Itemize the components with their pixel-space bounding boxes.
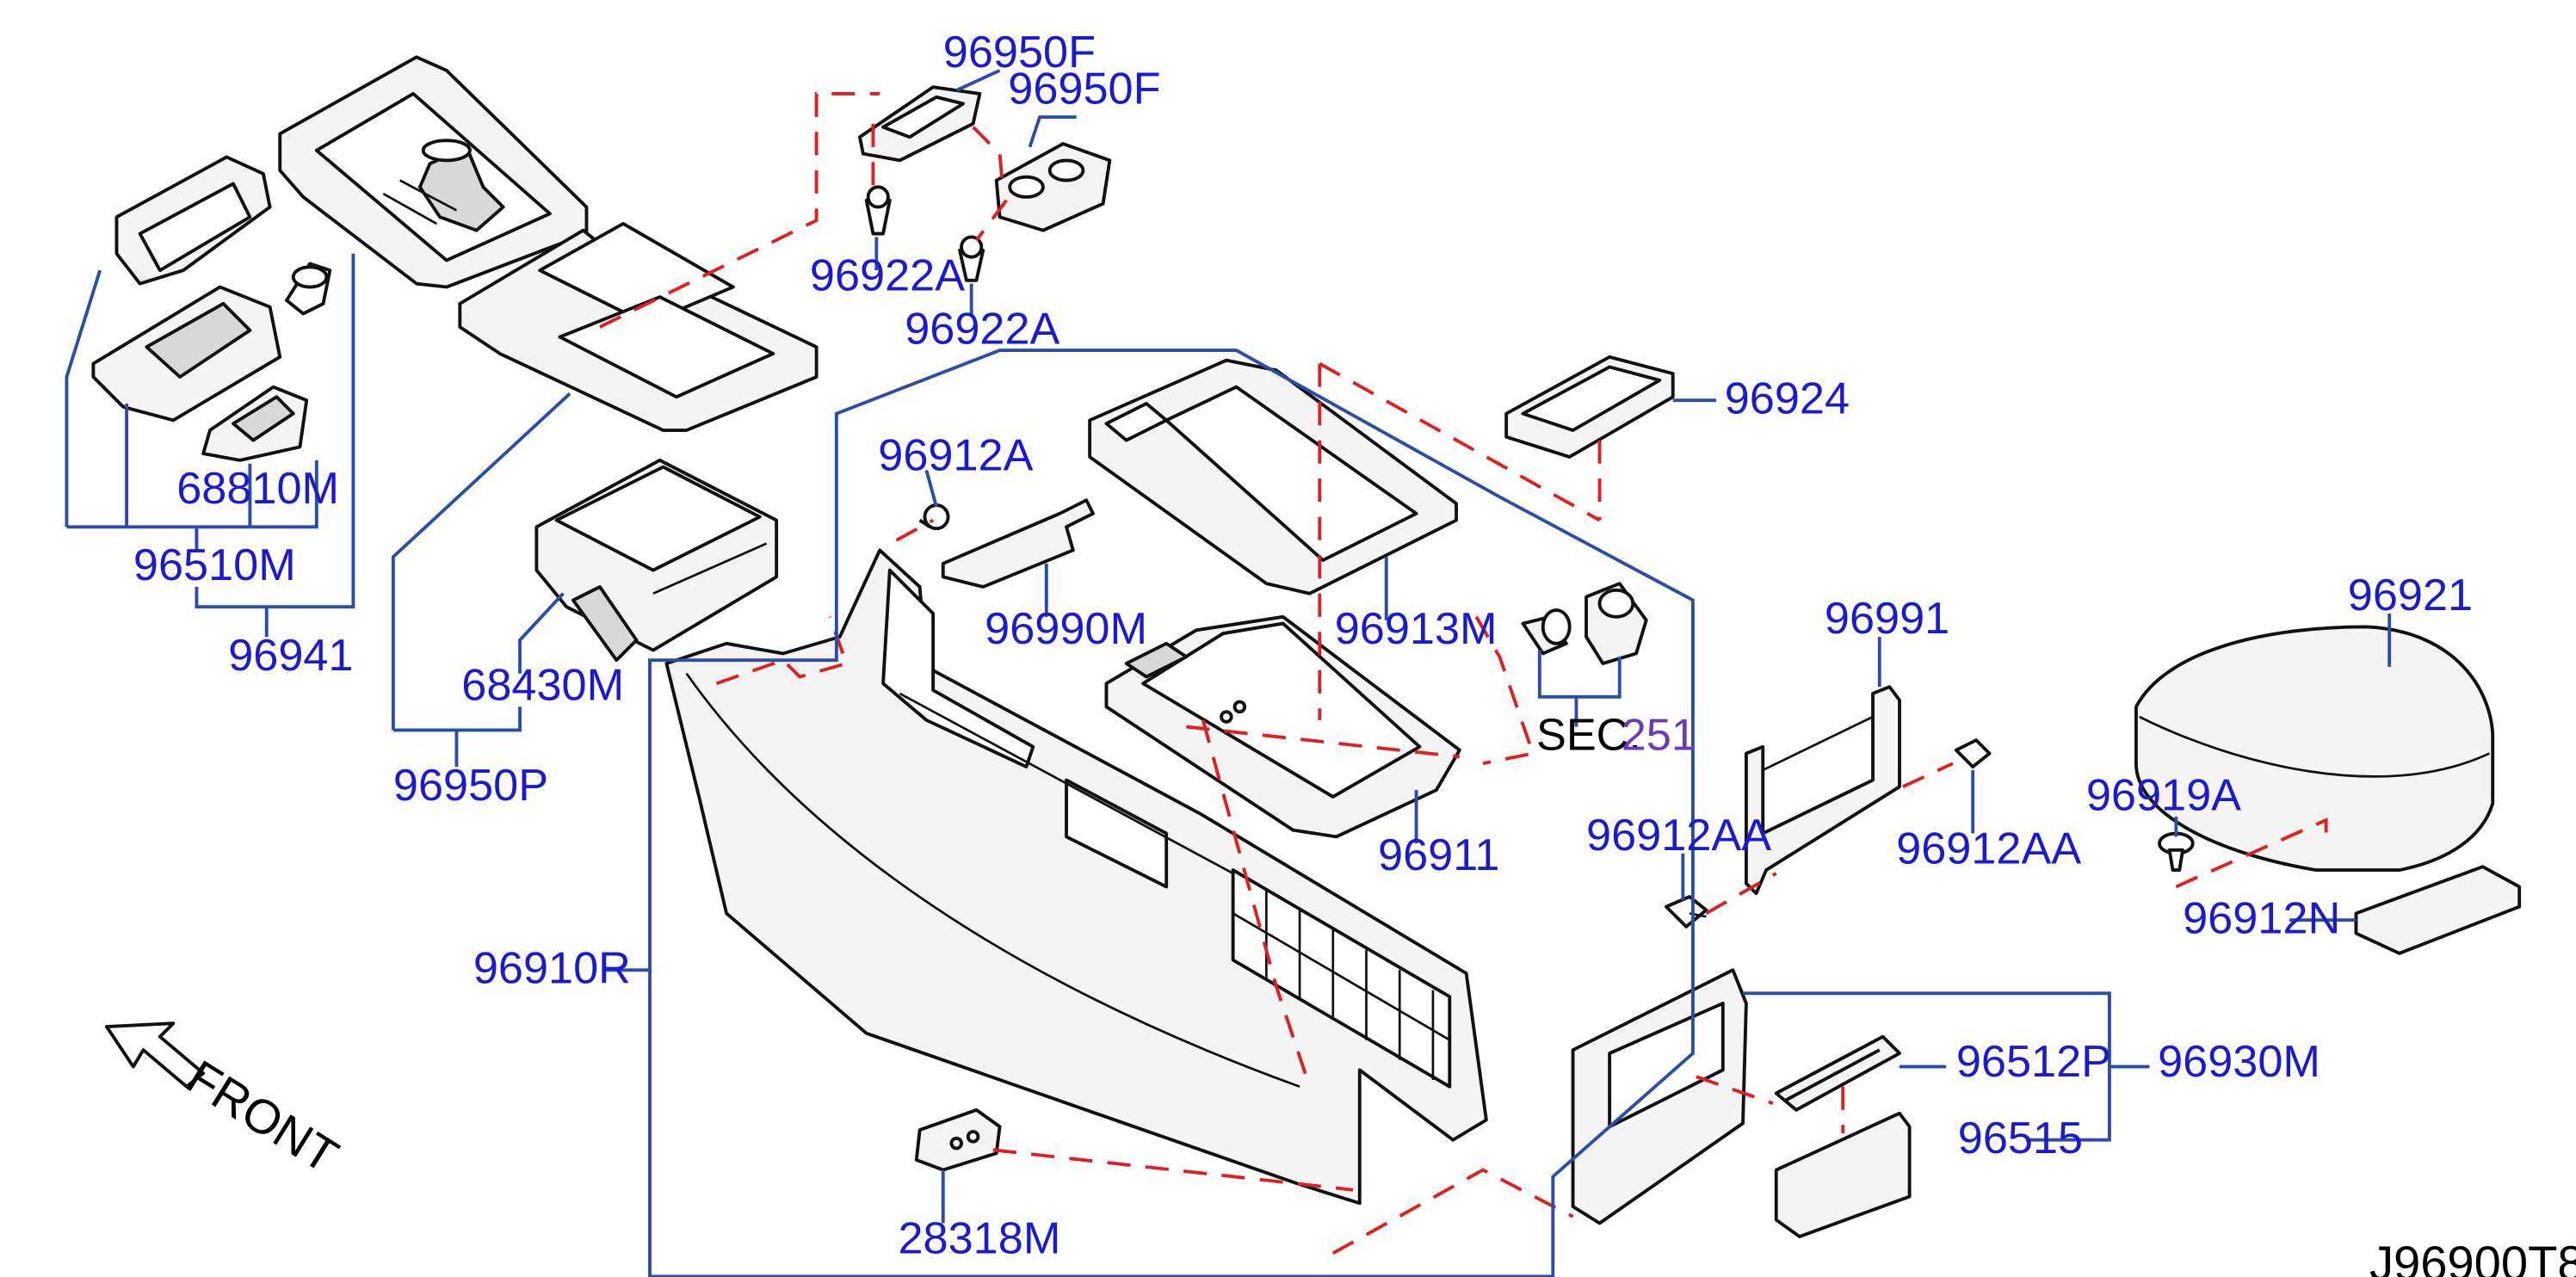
leader-lines (65, 69, 2392, 1277)
vent-switch-assembly-part (91, 155, 332, 462)
console-box-part (1104, 614, 1461, 839)
part-label-96919A: 96919A (2086, 770, 2241, 820)
part-label-96922A-b: 96922A (905, 304, 1059, 354)
console-insert-parts (858, 85, 1112, 232)
armrest-cover-part (2354, 865, 2522, 955)
front-direction-arrow: FRONT (104, 1021, 348, 1184)
part-label-96512P: 96512P (1956, 1037, 2111, 1087)
coin-tray-part (1504, 355, 1675, 459)
part-label-96912AA-a: 96912AA (1586, 811, 1771, 861)
part-label-96922A-a: 96922A (810, 250, 965, 300)
part-label-96991: 96991 (1825, 594, 1949, 644)
console-body-part (664, 548, 1488, 1206)
part-label-96912N: 96912N (2183, 894, 2340, 944)
part-label-28318M: 28318M (898, 1213, 1060, 1263)
connector-part (914, 1107, 1002, 1172)
part-label-96950F-a: 96950F (943, 28, 1096, 77)
part-label-96950F-b: 96950F (1008, 65, 1160, 114)
screw-part (918, 503, 950, 531)
section-ref-prefix: SEC. (1536, 711, 1641, 761)
rear-bracket-part (1744, 685, 1901, 896)
alignment-dashed-lines (599, 92, 2328, 1255)
section-ref-number: 251 (1622, 711, 1696, 761)
bracket-part (941, 498, 1095, 589)
part-label-96941: 96941 (228, 631, 353, 681)
part-label-96990M: 96990M (985, 604, 1147, 654)
clip-parts (864, 185, 985, 282)
console-lid-frame-part (1088, 358, 1458, 595)
armrest-screw-part (2158, 831, 2195, 873)
rear-panel-part (1571, 968, 1748, 1225)
shifter-finisher-part (278, 55, 589, 289)
part-label-96950P: 96950P (393, 761, 548, 811)
part-label-96910R: 96910R (473, 944, 631, 994)
part-label-68810M: 68810M (176, 464, 339, 514)
part-label-96510M: 96510M (133, 540, 296, 590)
rear-vent-part (1774, 1034, 1901, 1112)
part-label-96921: 96921 (2348, 571, 2473, 620)
part-label-96911: 96911 (1378, 830, 1499, 880)
rear-pocket-part (1774, 1111, 1912, 1238)
part-label-68430M: 68430M (461, 661, 624, 711)
part-label-96912A: 96912A (878, 430, 1033, 480)
diagram-code: J96900T8 (2369, 1236, 2576, 1277)
part-label-96924: 96924 (1725, 374, 1850, 424)
ashtray-drawer-part (534, 458, 779, 663)
armrest-lid-part (2134, 625, 2495, 873)
part-label-96930M: 96930M (2158, 1037, 2320, 1087)
front-label: FRONT (178, 1050, 348, 1184)
part-number-labels: 96950F 96950F 96922A 96922A 68810M 96510… (133, 28, 2576, 1277)
power-socket-parts (1521, 582, 1648, 665)
part-label-96515: 96515 (1958, 1114, 2083, 1163)
part-label-96913M: 96913M (1335, 604, 1498, 654)
part-label-96912AA-b: 96912AA (1896, 824, 2081, 873)
